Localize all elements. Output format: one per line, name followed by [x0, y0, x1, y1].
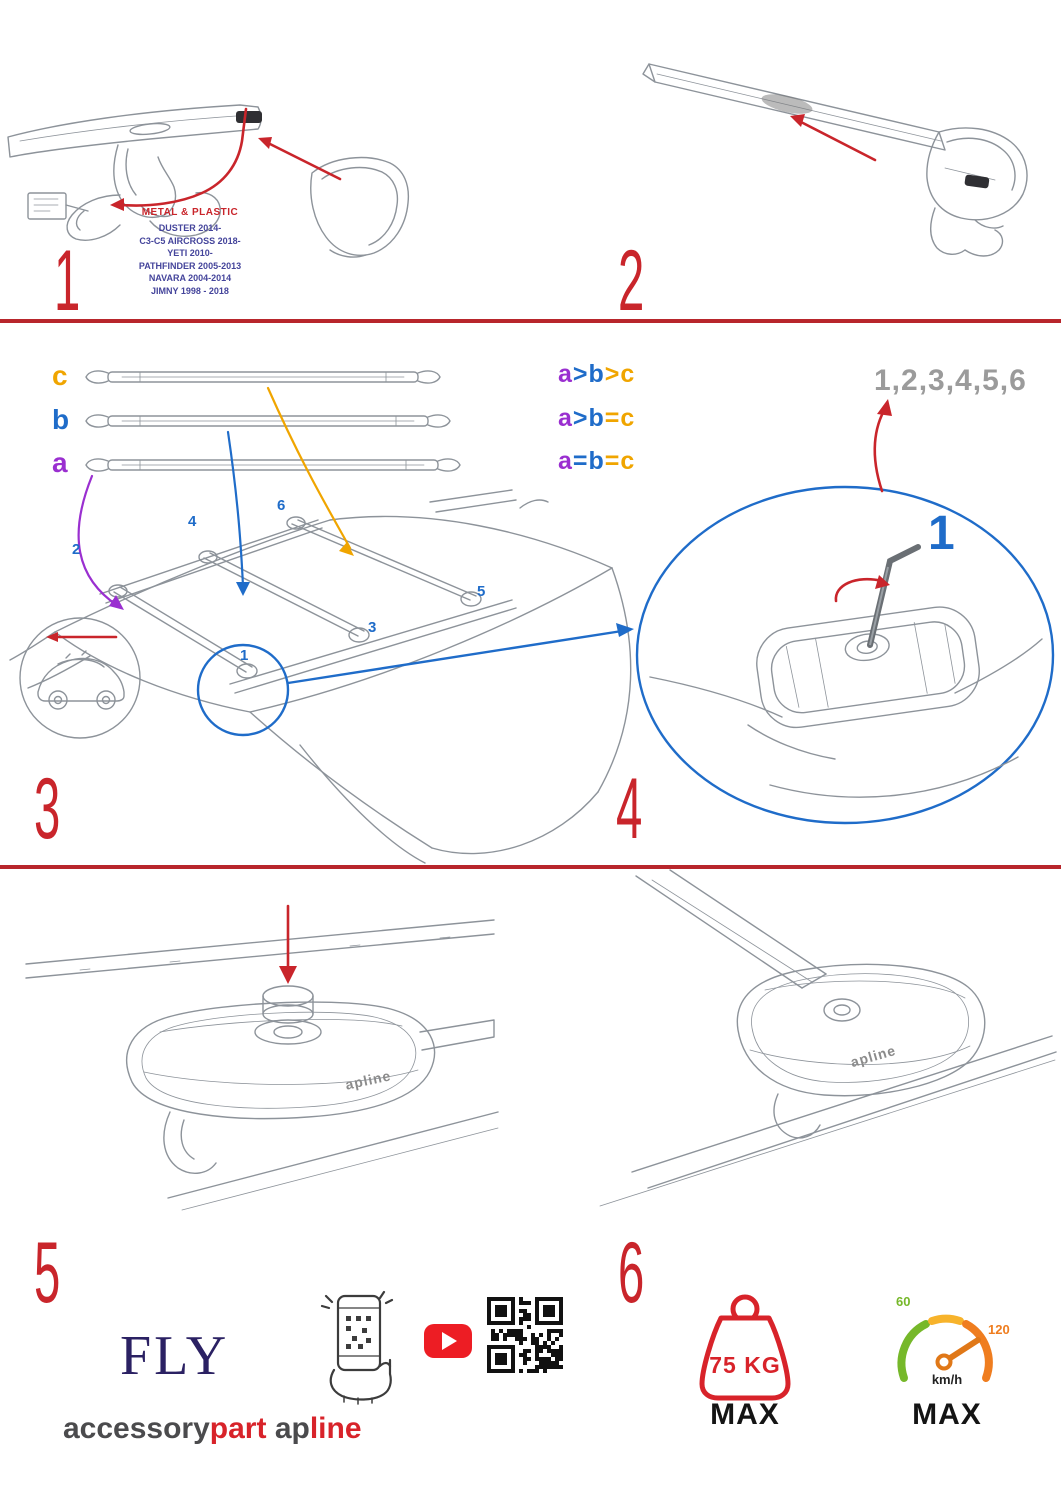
cmp-term: a	[558, 404, 573, 432]
speed-unit-label: km/h	[931, 1372, 963, 1387]
speed-tick-60: 60	[896, 1294, 911, 1309]
speedometer-icon	[897, 1314, 993, 1382]
cmp-operator: =	[604, 404, 621, 432]
panel5-foot-cap-illustration	[25, 904, 499, 1211]
size-comparison-row-2: a>b=c	[558, 406, 635, 431]
qr-code-icon	[487, 1297, 563, 1373]
cmp-term: b	[588, 447, 605, 475]
bar-label-c: c	[52, 360, 68, 391]
size-comparison-row-1: a>b>c	[558, 362, 635, 387]
model-item: C3-C5 AIRCROSS 2018-	[139, 235, 241, 246]
panel2-bar-insert-illustration	[642, 63, 1028, 257]
position-number-3: 3	[368, 619, 377, 636]
panel4-magnified-foot-illustration	[635, 399, 1055, 825]
cmp-term: c	[620, 447, 636, 475]
bar-logo-badge	[964, 174, 990, 189]
cmp-operator: >	[604, 360, 621, 388]
cmp-operator: =	[572, 447, 589, 475]
model-item: DUSTER 2014-	[158, 223, 222, 233]
cmp-term: a	[558, 447, 573, 475]
section-divider-2	[0, 865, 1061, 869]
wordmark-line: line	[309, 1412, 362, 1445]
cmp-term: a	[558, 360, 573, 388]
position-number-4: 4	[188, 513, 197, 530]
bar-label-b: b	[52, 404, 70, 435]
panel1-exploded-foot-illustration	[7, 104, 410, 258]
step-number-1: 1	[54, 233, 81, 329]
bar-logo-badge	[236, 111, 262, 123]
size-comparison-row-3: a=b=c	[558, 449, 635, 474]
phone-scan-icon	[320, 1290, 394, 1405]
model-item: PATHFINDER 2005-2013	[138, 260, 242, 271]
panel6-mounted-foot-illustration	[599, 869, 1057, 1207]
step-number-3: 3	[34, 761, 61, 857]
model-item: JIMNY 1998 - 2018	[151, 285, 229, 296]
step-number-2: 2	[618, 233, 645, 329]
section-divider-1	[0, 319, 1061, 323]
brand-wordmark: accessorypart apline	[63, 1414, 362, 1444]
model-item: NAVARA 2004-2014	[148, 273, 232, 283]
cmp-operator: =	[604, 447, 621, 475]
tightening-sequence-label: 1,2,3,4,5,6	[874, 364, 1027, 397]
step-number-6: 6	[618, 1225, 645, 1321]
wordmark-ap: ap	[274, 1412, 310, 1445]
play-icon	[442, 1332, 457, 1350]
product-name: FLY	[120, 1325, 230, 1387]
material-label: METAL & PLASTIC	[141, 207, 239, 218]
speed-tick-120: 120	[988, 1322, 1010, 1337]
max-weight-value: 75 KG	[709, 1352, 781, 1378]
bar-label-a: a	[52, 447, 68, 478]
position-number-5: 5	[477, 583, 486, 600]
cmp-operator: >	[572, 404, 589, 432]
model-item: YETI 2010-	[167, 248, 213, 258]
max-weight-label: MAX	[710, 1398, 780, 1431]
panel3-roof-layout-illustration	[9, 370, 634, 864]
vehicle-model-list: DUSTER 2014- C3-C5 AIRCROSS 2018- YETI 2…	[95, 222, 285, 297]
step-number-4: 4	[616, 761, 643, 857]
step-number-5: 5	[34, 1225, 61, 1321]
position-number-6: 6	[277, 497, 286, 514]
max-speed-label: MAX	[912, 1398, 982, 1431]
cmp-term: c	[620, 360, 636, 388]
weight-icon	[699, 1294, 791, 1401]
cmp-operator: >	[572, 360, 589, 388]
cmp-term: c	[620, 404, 636, 432]
wordmark-part: part	[209, 1412, 267, 1445]
wordmark-accessory: accessory	[63, 1412, 210, 1445]
sequence-start-number: 1	[928, 507, 955, 560]
position-number-2: 2	[72, 541, 81, 558]
cmp-term: b	[588, 360, 605, 388]
cmp-term: b	[588, 404, 605, 432]
position-number-1: 1	[240, 647, 249, 664]
youtube-icon	[424, 1324, 472, 1358]
